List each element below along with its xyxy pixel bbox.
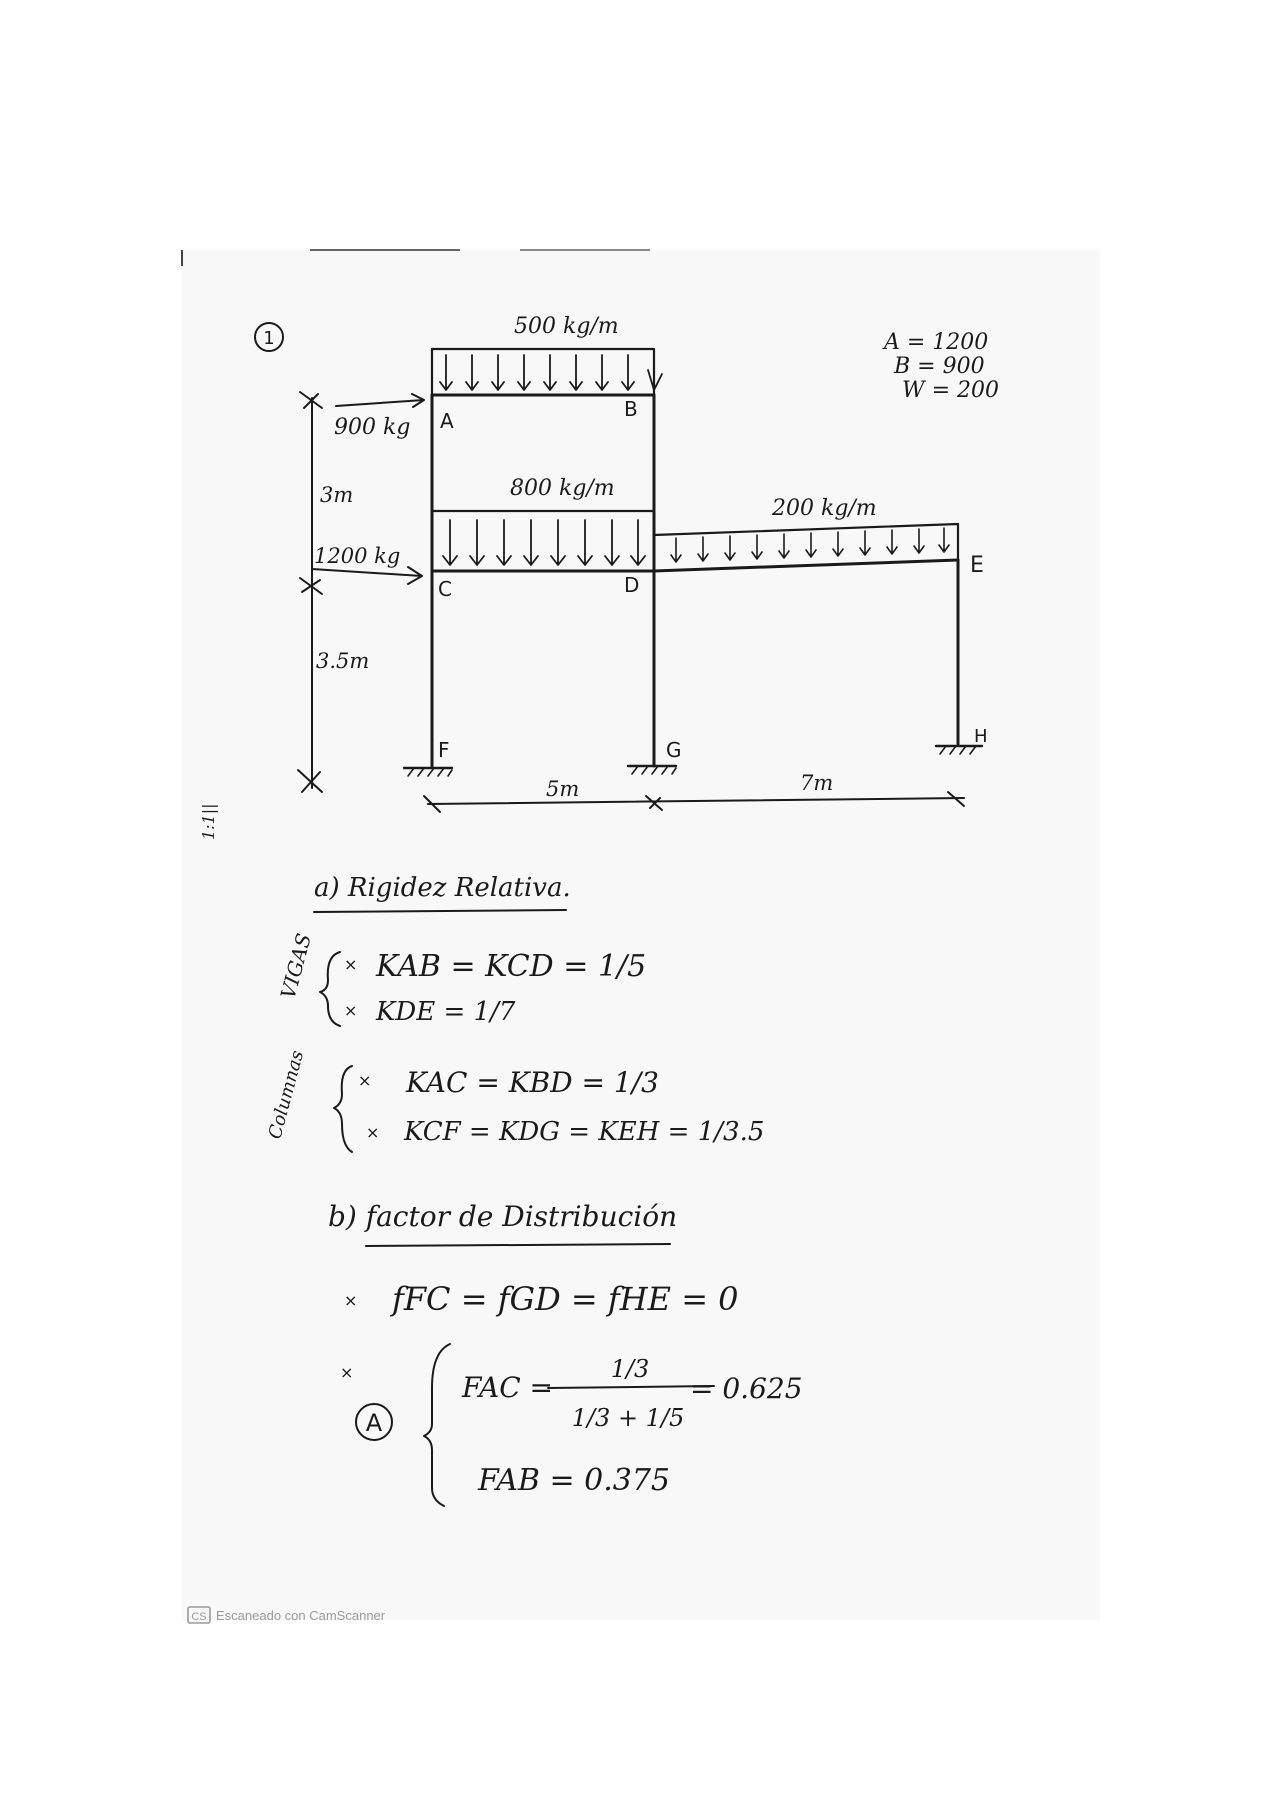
camscanner-logo-icon [187,1606,211,1624]
node-g: G [666,738,682,762]
camscanner-badge: CS [191,1611,206,1623]
node-e: E [970,553,984,578]
horizontal-dimension [423,791,965,813]
node-h: H [974,726,988,747]
section-b-distribucion: b) factor de Distribución × fFC = fGD = … [328,1200,803,1507]
load-label-right: 200 kg/m [771,496,877,521]
vigas-line-2: KDE = 1/7 [375,997,516,1027]
lateral-load-mid-arrow [311,566,423,585]
top-load-arrows [439,354,663,391]
section-a-rigidez: a) Rigidez Relativa. VIGAS × KAB = KCD =… [265,873,764,1153]
support-h [934,744,984,755]
frame-diagram: 500 kg/m 800 kg/m 200 kg/m 900 kg 1200 k… [297,314,988,813]
vertical-dimension [297,391,323,793]
given-value-w: W = 200 [902,378,999,403]
node-c: C [438,577,452,601]
margin-mark: 1:1|| [199,803,218,840]
camscanner-footer: CS Escaneado con CamScanner [187,1606,386,1624]
columnas-line-1: KAC = KBD = 1/3 [405,1066,659,1099]
section-b-underline [365,1243,671,1247]
right-load-block [652,522,960,562]
node-a: A [440,409,454,433]
section-a-title: a) Rigidez Relativa. [314,873,571,903]
fac-result: = 0.625 [690,1372,803,1405]
fac-lhs: FAC = [461,1371,553,1404]
scan-area [182,250,1100,1620]
distribution-zero-line: fFC = fGD = fHE = 0 [390,1280,739,1318]
load-label-middle: 800 kg/m [510,476,615,501]
support-f [402,766,454,777]
lateral-load-mid-label: 1200 kg [314,544,400,568]
problem-number-text: 1 [263,328,274,349]
node-a-circle [355,1403,393,1441]
given-value-b: B = 900 [893,354,985,379]
section-a-underline [313,909,567,913]
dim-height-top: 3m [320,483,353,507]
bullet-2: × [344,1001,357,1020]
dim-height-bottom: 3.5m [316,649,369,673]
bullet-5: × [344,1291,357,1310]
node-d: D [624,573,639,597]
fac-fraction-bar [547,1385,715,1389]
node-b: B [624,397,638,421]
vigas-line-1: KAB = KCD = 1/5 [375,949,646,984]
vigas-brace [319,951,341,1027]
fab-line: FAB = 0.375 [477,1463,670,1498]
bullet-1: × [344,955,357,974]
node-a-brace [423,1343,451,1507]
fac-denominator: 1/3 + 1/5 [572,1404,685,1432]
middle-load-arrows [442,519,646,566]
bullet-6: × [340,1363,353,1382]
given-values: A = 1200 B = 900 W = 200 [882,330,999,403]
given-value-a: A = 1200 [882,330,988,355]
problem-number-circle [254,322,284,352]
load-label-top: 500 kg/m [514,314,619,339]
columnas-line-2: KCF = KDG = KEH = 1/3.5 [403,1117,764,1147]
node-f: F [438,738,450,762]
bullet-4: × [366,1123,379,1142]
section-b-title: b) factor de Distribución [328,1200,677,1233]
node-a-circled-label: A [366,1409,383,1437]
beam-de [652,558,960,573]
support-g [626,764,678,775]
columnas-brace [333,1065,353,1153]
right-load-arrows [670,527,950,563]
lateral-load-top-arrow [335,393,425,408]
lateral-load-top-label: 900 kg [334,415,410,440]
dim-span-left: 5m [546,777,579,801]
dim-span-right: 7m [800,771,833,795]
fac-numerator: 1/3 [611,1355,650,1383]
problem-number: 1 [254,322,284,352]
camscanner-text: Escaneado con CamScanner [216,1608,386,1623]
bullet-3: × [358,1071,371,1090]
